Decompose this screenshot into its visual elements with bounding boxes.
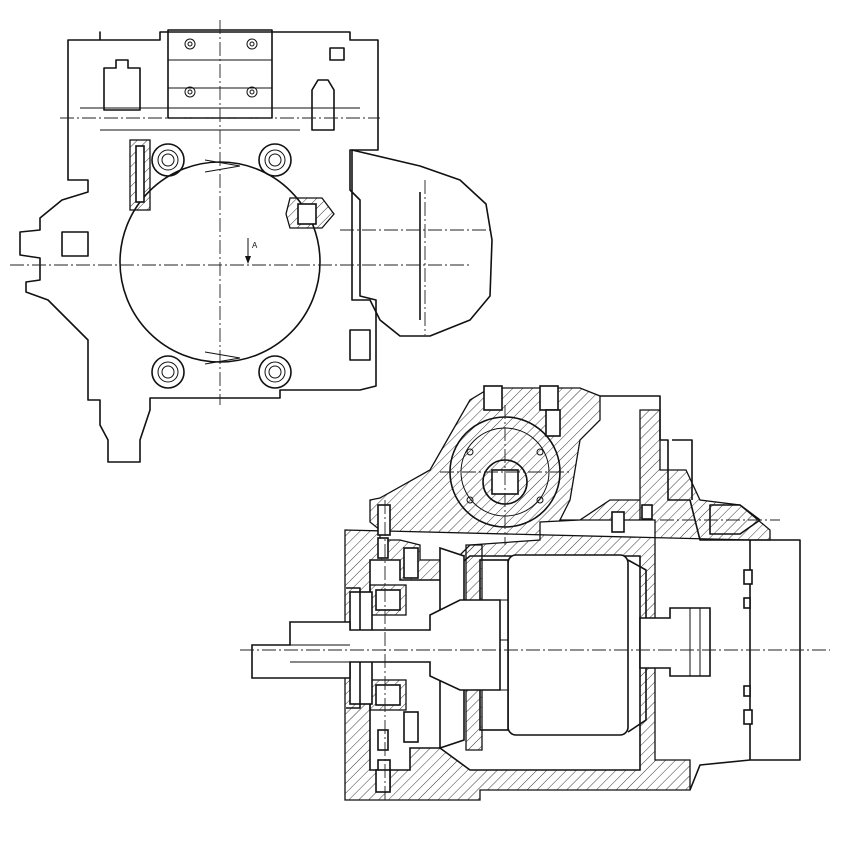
section-view-rear-shaft [639,607,711,677]
end-view: A [10,20,493,463]
section-view-drive-shaft [251,599,501,691]
section-label-a: A [252,241,258,250]
section-view-cylinder-block [507,554,629,736]
end-view-left-pillar [103,59,141,111]
section-view [240,385,830,801]
end-view-right-fitting [311,79,335,131]
end-view-bolt-bosses [151,143,292,389]
end-view-right-lobe [351,149,493,337]
end-view-housing-outline [19,31,379,463]
